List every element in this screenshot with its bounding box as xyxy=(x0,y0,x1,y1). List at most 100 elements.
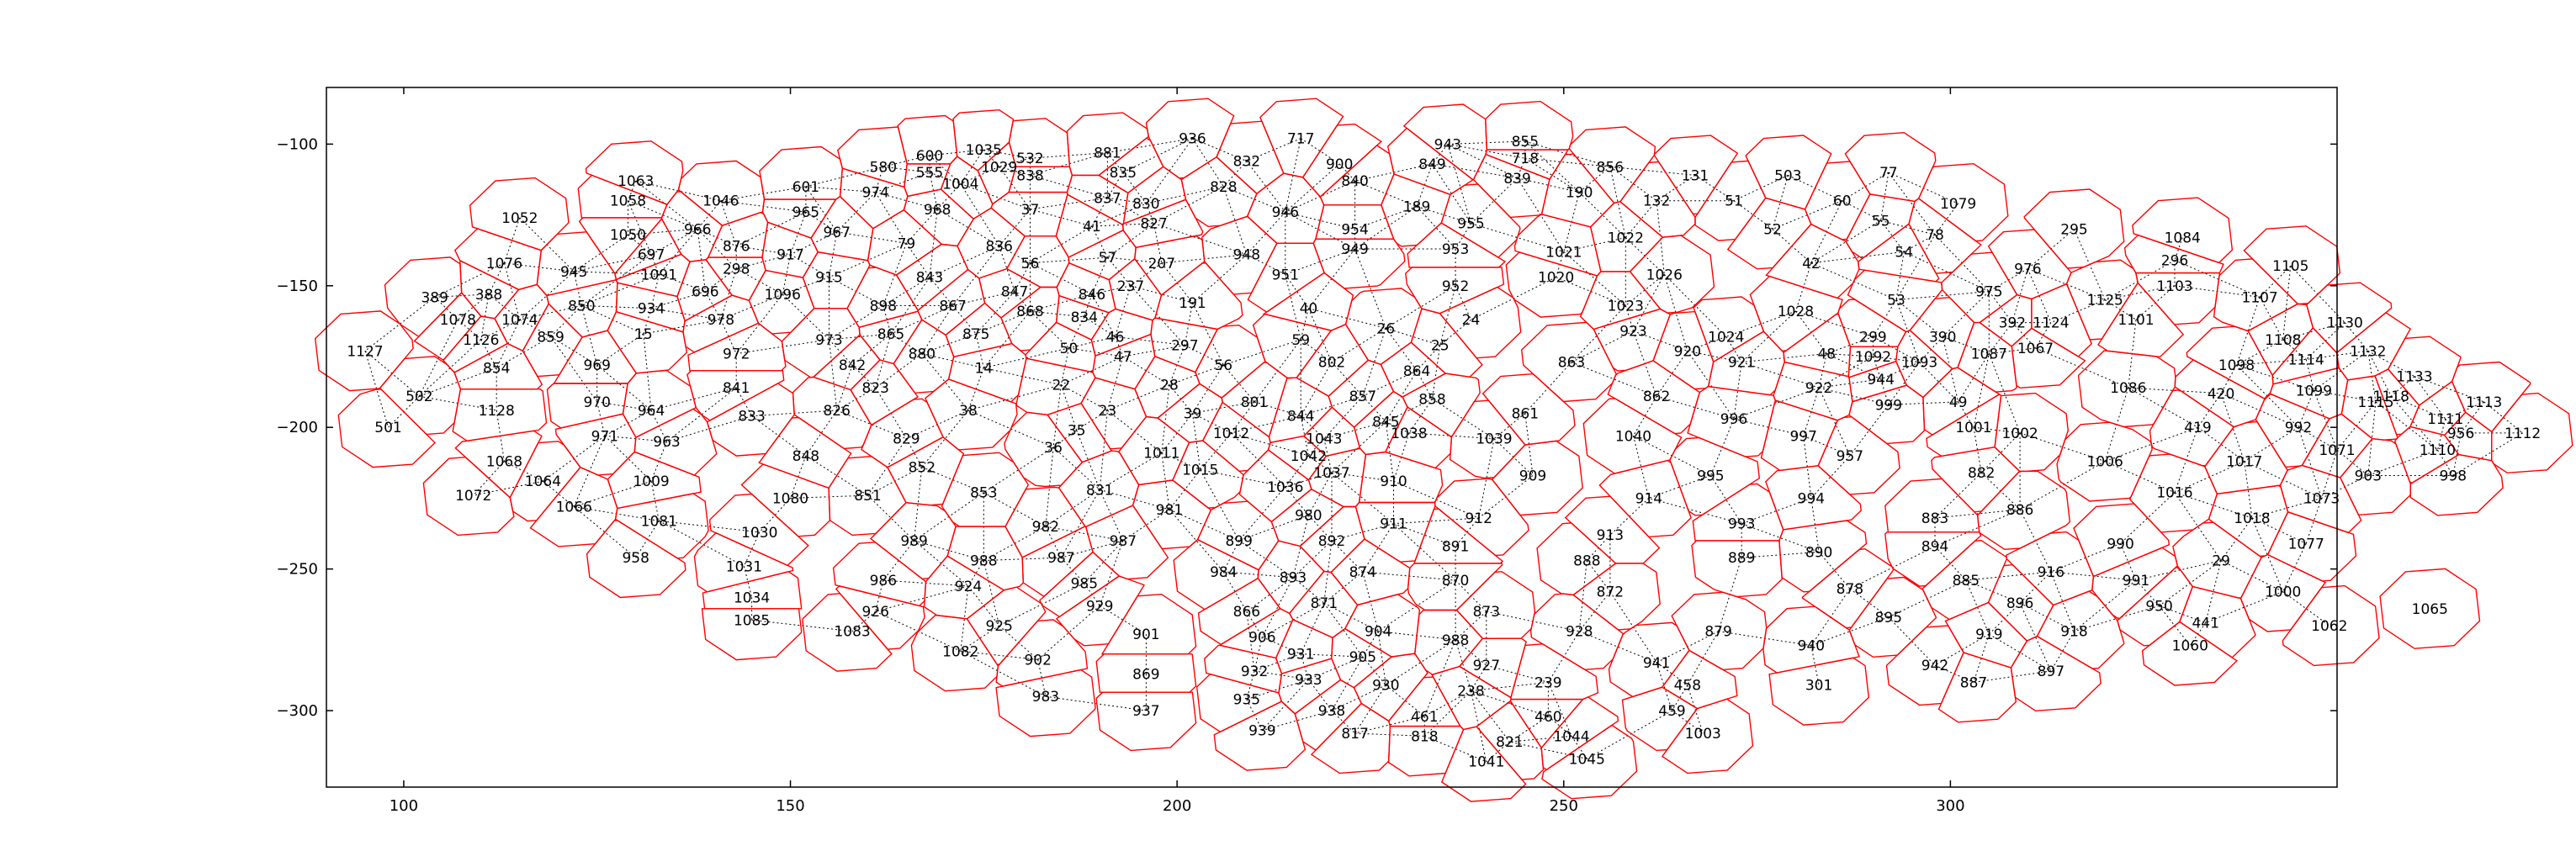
cell-label: 967 xyxy=(823,225,850,241)
neighbor-link xyxy=(1810,616,1889,647)
cell-label: 953 xyxy=(1442,241,1469,258)
cell-label: 54 xyxy=(1895,244,1913,261)
neighbor-link xyxy=(1471,664,1487,691)
cell-label: 459 xyxy=(1658,703,1685,720)
neighbor-link xyxy=(1741,362,1820,389)
neighbor-link xyxy=(2437,449,2454,476)
neighbor-link xyxy=(1958,401,1974,428)
neighbor-link xyxy=(2306,350,2368,360)
neighbor-link xyxy=(434,262,505,298)
voronoi-cell xyxy=(2141,621,2239,686)
cell-label: 1107 xyxy=(2241,289,2277,306)
neighbor-link xyxy=(1231,432,1309,457)
neighbor-link xyxy=(1377,579,1456,632)
cell-label: 887 xyxy=(1960,674,1987,691)
voronoi-cell xyxy=(1476,702,1545,780)
neighbor-link xyxy=(1331,472,1394,482)
neighbor-link xyxy=(1587,710,1672,759)
cell-label: 1103 xyxy=(2156,278,2192,295)
neighbor-link xyxy=(999,157,1031,167)
neighbor-link xyxy=(1246,577,1294,612)
neighbor-link xyxy=(2174,492,2253,519)
cell-label: 818 xyxy=(1411,728,1438,745)
voronoi-cell xyxy=(1154,262,1243,330)
cell-label: 555 xyxy=(916,165,943,182)
neighbor-link xyxy=(1687,336,1726,352)
neighbor-link xyxy=(743,566,753,598)
voronoi-cell xyxy=(1884,531,1982,587)
cell-label: 1074 xyxy=(501,312,538,329)
cell-label: 829 xyxy=(893,431,920,448)
cell-label: 238 xyxy=(1457,684,1484,700)
voronoi-cell xyxy=(1848,576,1937,658)
neighbor-link xyxy=(1192,138,1248,162)
neighbor-link xyxy=(1052,430,1077,448)
neighbor-link xyxy=(2282,339,2307,360)
cell-label: 1065 xyxy=(2412,601,2448,618)
neighbor-link xyxy=(2390,395,2438,451)
y-tick-label: −200 xyxy=(277,419,318,436)
cell-label: 883 xyxy=(1921,510,1948,527)
neighbor-link xyxy=(1687,350,1742,363)
cell-label: 989 xyxy=(900,533,927,550)
cell-label: 955 xyxy=(1457,216,1484,233)
neighbor-link xyxy=(929,149,984,156)
cell-label: 951 xyxy=(1272,267,1299,283)
neighbor-link xyxy=(1455,639,1471,691)
cell-label: 915 xyxy=(815,270,842,287)
cell-label: 862 xyxy=(1643,389,1670,405)
neighbor-link xyxy=(2452,432,2523,476)
neighbor-link xyxy=(1455,611,1487,641)
neighbor-link xyxy=(875,585,969,612)
voronoi-cell xyxy=(1848,384,1926,445)
neighbor-link xyxy=(929,155,962,184)
voronoi-cell xyxy=(1449,399,1526,479)
cell-label: 994 xyxy=(1798,490,1825,507)
cell-label: 855 xyxy=(1512,134,1539,151)
neighbor-link xyxy=(1107,256,1162,264)
cell-label: 207 xyxy=(1148,256,1175,272)
neighbor-link xyxy=(1548,716,1572,737)
neighbor-link xyxy=(1648,475,1711,499)
cell-label: 939 xyxy=(1248,723,1275,740)
neighbor-link xyxy=(650,481,660,521)
cell-label: 885 xyxy=(1953,573,1980,589)
cell-label: 919 xyxy=(1975,626,2002,643)
cell-label: 461 xyxy=(1411,709,1438,726)
cell-label: 1036 xyxy=(1267,479,1303,496)
neighbor-link xyxy=(1354,248,1386,329)
cell-label: 56 xyxy=(1021,256,1040,272)
cell-label: 897 xyxy=(2038,663,2065,680)
neighbor-link xyxy=(1432,163,1518,179)
neighbor-link xyxy=(364,351,389,428)
cell-label: 987 xyxy=(1110,533,1137,550)
voronoi-cell xyxy=(1687,385,1776,457)
neighbor-link xyxy=(1377,631,1386,685)
neighbor-link xyxy=(929,172,961,184)
neighbor-link xyxy=(983,367,1062,386)
neighbor-link xyxy=(1261,577,1294,637)
neighbor-link xyxy=(1115,336,1124,357)
cell-label: 894 xyxy=(1921,539,1948,556)
neighbor-link xyxy=(1192,302,1224,366)
cell-label: 844 xyxy=(1287,409,1314,426)
neighbor-link xyxy=(1486,741,1510,763)
cell-label: 913 xyxy=(1597,527,1624,544)
cell-label: 1096 xyxy=(765,287,801,304)
neighbor-link xyxy=(1030,197,1108,210)
neighbor-link xyxy=(999,166,1031,176)
neighbor-link xyxy=(759,498,791,533)
cell-label: 1087 xyxy=(1971,346,2007,363)
cell-label: 189 xyxy=(1403,199,1430,216)
neighbor-link xyxy=(883,277,930,306)
y-tick-label: −250 xyxy=(277,561,318,579)
cell-label: 848 xyxy=(792,448,819,465)
neighbor-link xyxy=(2135,560,2222,581)
neighbor-link xyxy=(1958,353,1990,403)
cell-label: 927 xyxy=(1473,658,1500,674)
neighbor-link xyxy=(1694,174,1735,202)
cell-label: 832 xyxy=(1233,154,1260,171)
cell-label: 839 xyxy=(1503,171,1530,188)
neighbor-link xyxy=(1331,472,1394,525)
